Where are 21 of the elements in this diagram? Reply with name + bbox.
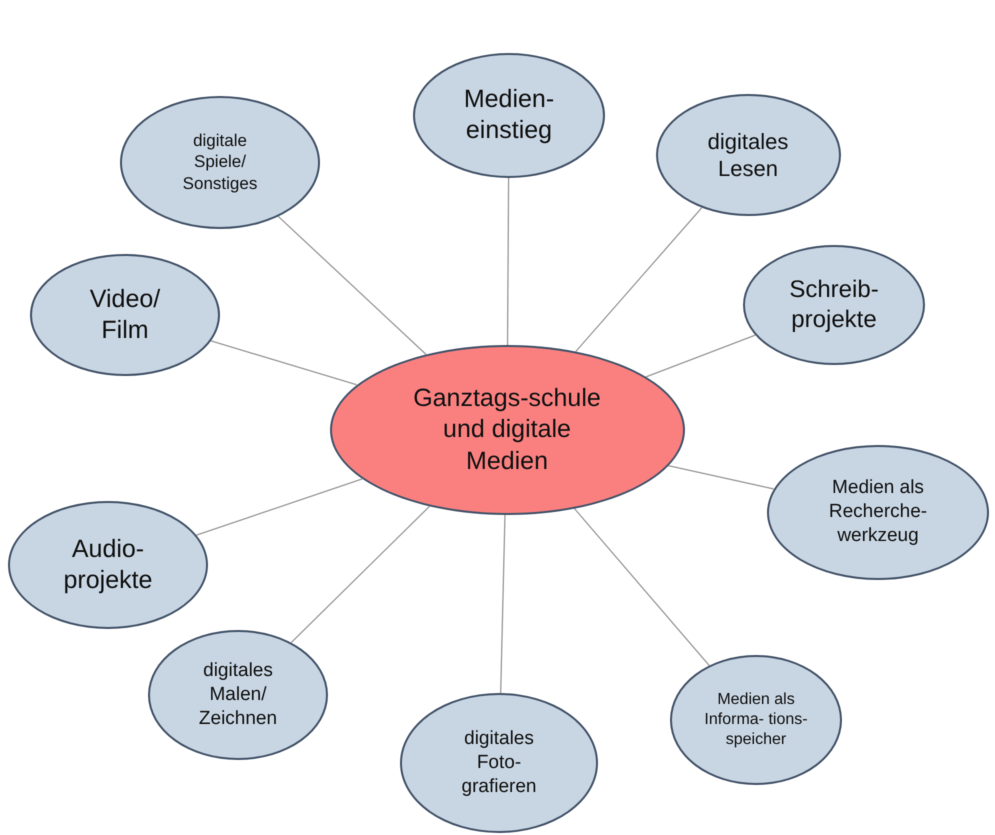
node-text: digitales Lesen bbox=[706, 128, 790, 182]
node-text: Medien als Informa- tions- speicher bbox=[703, 690, 809, 750]
connector-line bbox=[210, 340, 357, 386]
connector-line bbox=[668, 464, 774, 490]
node-text: digitales Foto- grafieren bbox=[460, 727, 538, 799]
connector-line bbox=[278, 216, 426, 355]
node-text: Medien- einstieg bbox=[462, 84, 556, 146]
connector-line bbox=[645, 334, 756, 378]
connector-line bbox=[500, 514, 506, 694]
connector-line bbox=[196, 478, 362, 536]
node-text: Medien als Recherche- werkzeug bbox=[828, 476, 928, 548]
node-text: Video/ Film bbox=[88, 284, 162, 346]
connector-line bbox=[574, 508, 710, 666]
node-text: Schreib- projekte bbox=[788, 275, 880, 335]
node-text: digitales Malen/ Zeichnen bbox=[198, 659, 278, 731]
connector-line bbox=[575, 207, 702, 352]
connector-line bbox=[290, 506, 430, 644]
node-text: digitale Spiele/ Sonstiges bbox=[182, 130, 258, 194]
connector-line bbox=[506, 178, 510, 345]
node-text: Audio- projekte bbox=[62, 534, 154, 596]
node-text: Ganztags-schule und digitale Medien bbox=[412, 383, 602, 477]
